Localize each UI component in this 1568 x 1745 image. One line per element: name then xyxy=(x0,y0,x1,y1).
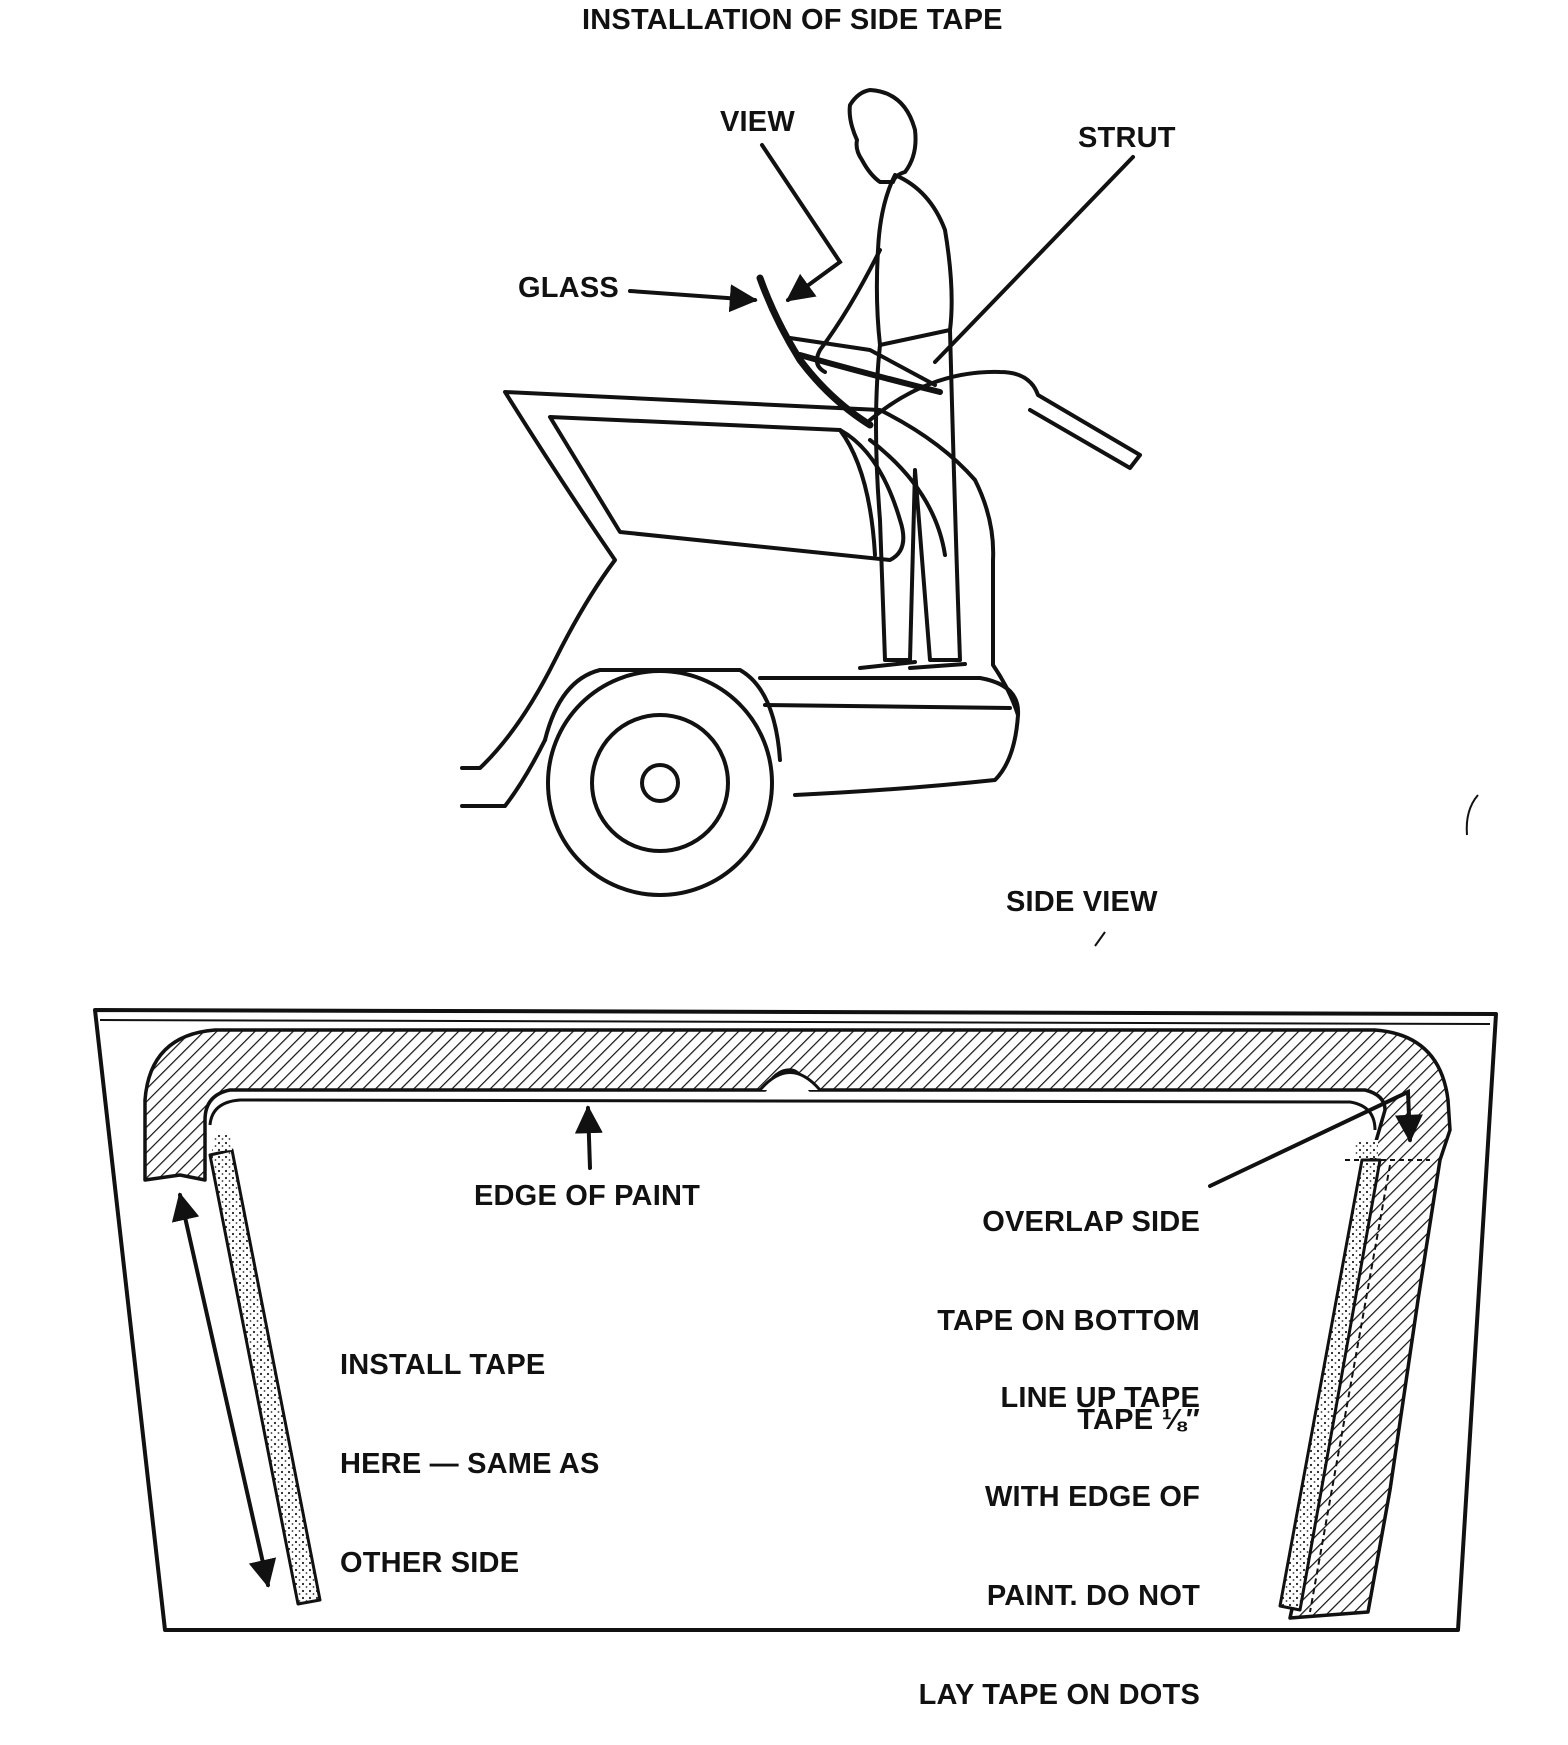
wheel-arch xyxy=(543,668,782,762)
rear-wheel xyxy=(546,669,774,897)
overlap-line-1: OVERLAP SIDE xyxy=(982,1206,1200,1238)
install-line-2: HERE — SAME AS xyxy=(340,1448,600,1480)
line-up-line-4: LAY TAPE ON DOTS xyxy=(918,1679,1200,1711)
edge-of-paint-arrow xyxy=(574,1105,603,1170)
line-up-line-1: LINE UP TAPE xyxy=(1000,1382,1200,1414)
install-length-arrow xyxy=(171,1192,277,1588)
body-lower-line xyxy=(460,738,547,808)
strut-rod xyxy=(797,352,943,395)
glass-leader xyxy=(628,284,758,313)
wheel-hub xyxy=(640,763,680,803)
strut-leader xyxy=(933,155,1135,364)
technician-arm xyxy=(814,248,882,374)
view-leader xyxy=(760,143,843,302)
line-up-line-3: PAINT. DO NOT xyxy=(986,1580,1200,1612)
glass-panel-held xyxy=(756,274,874,429)
side-window xyxy=(548,415,906,562)
edge-of-paint-label: EDGE OF PAINT xyxy=(474,1180,701,1212)
view-label: VIEW xyxy=(720,106,795,138)
side-view-label: SIDE VIEW xyxy=(1006,886,1158,918)
right-corner-dots xyxy=(1355,1140,1378,1158)
glass-outline xyxy=(93,1008,1498,1632)
bumper-crease xyxy=(763,703,1012,710)
technician-head xyxy=(847,88,918,184)
right-paint-edge xyxy=(1309,1164,1391,1613)
quarter-panel-outline xyxy=(460,390,1020,770)
pillar-line xyxy=(868,438,947,557)
technician-legs xyxy=(874,328,962,662)
installation-diagram xyxy=(93,88,1498,1632)
technician-feet xyxy=(858,660,967,670)
edge-of-paint-line xyxy=(208,1098,1377,1131)
callout-leaders xyxy=(628,143,1135,364)
diagram-title: INSTALLATION OF SIDE TAPE xyxy=(582,4,1003,36)
line-up-line-2: WITH EDGE OF xyxy=(984,1481,1200,1513)
glass-panel-edge xyxy=(788,336,937,387)
center-notch xyxy=(758,1071,822,1091)
glass-panel-diagram xyxy=(93,1008,1498,1632)
overlap-line-2: TAPE ON BOTTOM xyxy=(937,1305,1200,1337)
overlap-label: OVERLAP SIDE TAPE ON BOTTOM TAPE ⅛″ xyxy=(900,1140,1200,1470)
overlap-line-3: TAPE ⅛″ xyxy=(1077,1404,1200,1436)
panel-leaders xyxy=(171,1088,1423,1588)
glass-label: GLASS xyxy=(518,272,619,304)
roof-rail xyxy=(868,369,1142,470)
wheel-rim xyxy=(590,713,730,853)
technician-torso xyxy=(874,173,954,347)
wagon-illustration xyxy=(460,88,1142,897)
left-corner-dots xyxy=(212,1135,232,1152)
line-up-tape-label: LINE UP TAPE WITH EDGE OF PAINT. DO NOT … xyxy=(860,1316,1200,1745)
stray-marks xyxy=(1094,794,1479,947)
install-tape-label: INSTALL TAPE HERE — SAME AS OTHER SIDE xyxy=(340,1283,600,1613)
install-line-1: INSTALL TAPE xyxy=(340,1349,546,1381)
glass-inner-edge xyxy=(99,1019,1491,1025)
window-inner-curve xyxy=(838,428,877,557)
install-line-3: OTHER SIDE xyxy=(340,1547,520,1579)
strut-label: STRUT xyxy=(1078,122,1176,154)
rear-bumper xyxy=(758,676,1021,797)
overlap-leader xyxy=(1208,1088,1423,1188)
